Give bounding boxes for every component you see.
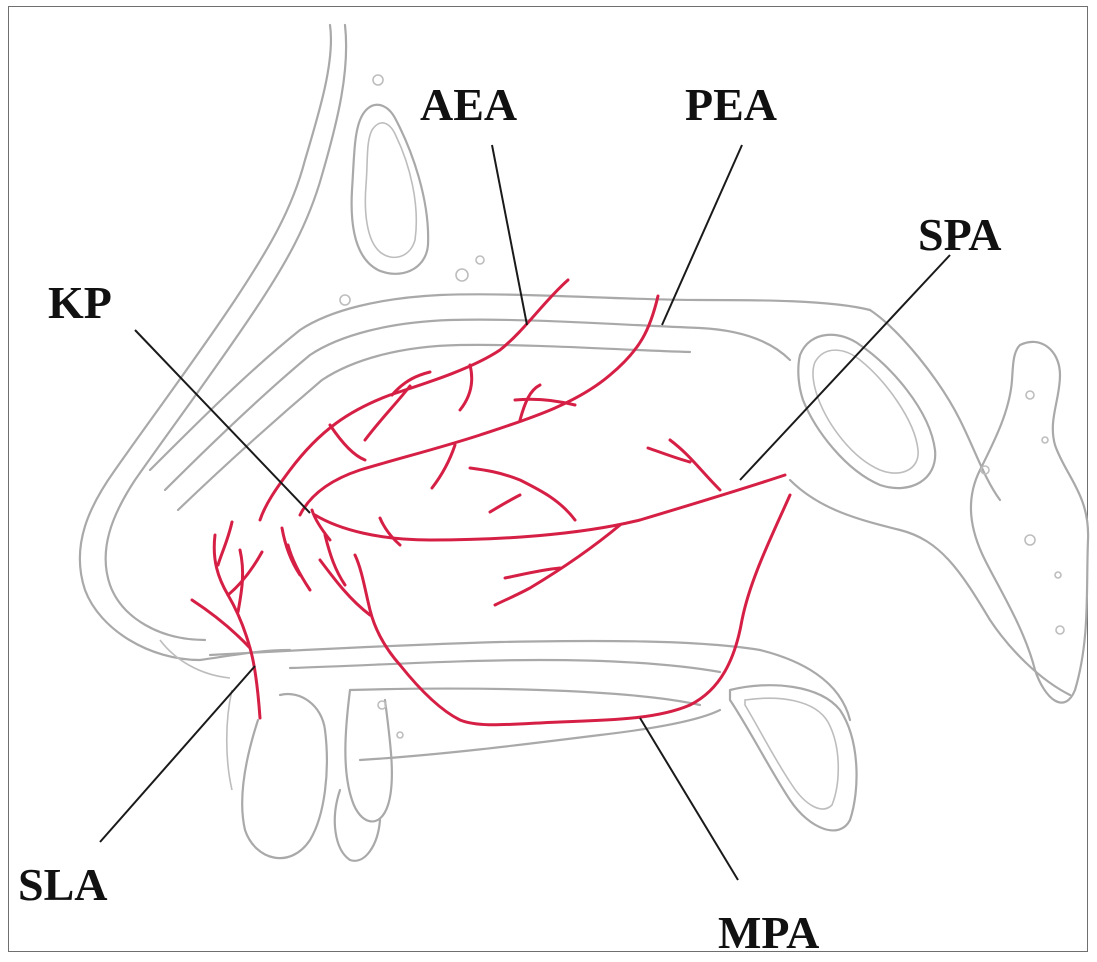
nasal-floor-line-2 bbox=[290, 660, 720, 672]
clivus bbox=[971, 342, 1088, 703]
spa-leader-line bbox=[740, 255, 950, 480]
label-mpa: MPA bbox=[718, 907, 819, 958]
bone-pore bbox=[373, 75, 383, 85]
hard-palate-upper bbox=[350, 689, 700, 706]
aea-branch bbox=[330, 425, 365, 460]
label-spa: SPA bbox=[918, 209, 1002, 260]
mpa-branch bbox=[320, 560, 370, 615]
septal-arteries bbox=[192, 280, 790, 725]
bone-pore bbox=[1055, 572, 1061, 578]
aea-branch bbox=[460, 365, 472, 410]
bone-pore bbox=[476, 256, 484, 264]
mpa-leader-line bbox=[640, 718, 738, 880]
sla-branch bbox=[218, 522, 232, 565]
frontal-sinus-inner bbox=[365, 123, 416, 257]
incisor-root bbox=[345, 690, 392, 821]
nasal-floor-line-1 bbox=[210, 641, 850, 720]
mpa-branch bbox=[288, 545, 310, 590]
label-pea: PEA bbox=[685, 79, 777, 130]
spa-branch bbox=[380, 518, 400, 545]
aea-branch bbox=[365, 386, 410, 440]
leader-lines bbox=[100, 145, 950, 880]
bone-pore bbox=[1042, 437, 1048, 443]
bone-pore bbox=[397, 732, 403, 738]
bone-pore bbox=[1025, 535, 1035, 545]
lip-contour bbox=[227, 690, 232, 790]
sphenoid-sinus-inner bbox=[813, 350, 918, 473]
pea-branch bbox=[432, 445, 455, 488]
spa-branch bbox=[490, 495, 520, 512]
bone-pore bbox=[1056, 626, 1064, 634]
mpa-branch bbox=[312, 510, 330, 540]
nasal-anatomy-outline bbox=[80, 25, 1088, 861]
sphenoid-floor bbox=[790, 480, 1070, 695]
posterior-ethmoidal-artery bbox=[300, 296, 658, 515]
bone-pore bbox=[1026, 391, 1034, 399]
labels: AEA PEA SPA KP SLA MPA bbox=[18, 79, 1002, 958]
spa-branch bbox=[670, 440, 720, 490]
label-kp: KP bbox=[48, 277, 112, 328]
label-aea: AEA bbox=[420, 79, 517, 130]
spa-branch bbox=[470, 468, 575, 520]
incisor-crown bbox=[335, 790, 380, 861]
hard-palate-lower bbox=[360, 710, 720, 760]
bone-pore bbox=[340, 295, 350, 305]
soft-palate-inner bbox=[745, 698, 838, 809]
sla-leader-line bbox=[100, 666, 255, 842]
pea-leader-line bbox=[662, 145, 742, 325]
nasal-profile-inner bbox=[106, 25, 347, 640]
upper-lip bbox=[242, 694, 327, 858]
frontal-sinus bbox=[352, 105, 429, 274]
aea-leader-line bbox=[492, 145, 527, 325]
label-sla: SLA bbox=[18, 859, 107, 910]
sla-branch bbox=[228, 552, 262, 595]
bone-pore bbox=[456, 269, 468, 281]
superior-labial-artery bbox=[214, 535, 260, 718]
